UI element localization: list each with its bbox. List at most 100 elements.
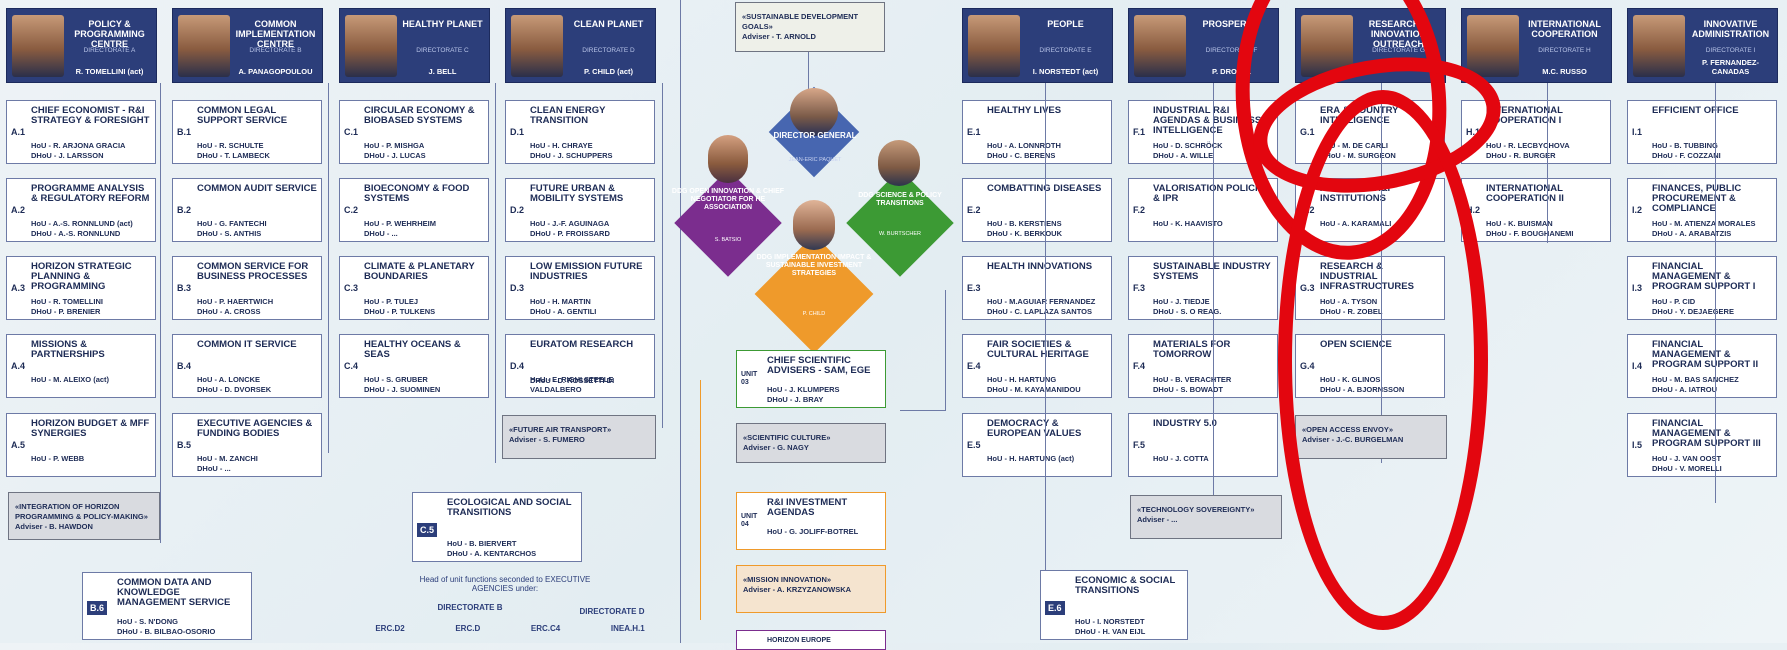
adviser-title: «SCIENTIFIC CULTURE»: [743, 433, 831, 442]
unit-hou: HoU - E. RIGHI STEELE: [530, 375, 614, 384]
unit-hou: HoU - J.-F. AGUINAGA: [530, 219, 610, 228]
agencies-directorate-d: DIRECTORATE D: [579, 607, 645, 616]
director-photo: [1301, 15, 1353, 77]
unit-code: I.2: [1632, 205, 1643, 215]
connector-line: [700, 380, 701, 620]
adviser-name: Adviser - ...: [1137, 515, 1178, 524]
dg-photo: [790, 88, 838, 136]
unit-title: CHIEF SCIENTIFIC ADVISERS - SAM, EGE: [767, 355, 871, 376]
adviser-name: Adviser - A. KRZYZANOWSKA: [743, 585, 852, 594]
unit-code: B.6: [87, 601, 108, 615]
unit-title: CLEAN ENERGY TRANSITION: [530, 105, 606, 126]
directorate-name: RESEARCH & INNOVATION OUTREACH: [1368, 19, 1429, 49]
unit-hou: HoU - P. CID: [1652, 297, 1696, 306]
unit-code: E.5: [967, 440, 981, 450]
directorate-code: DIRECTORATE I: [1705, 47, 1756, 54]
unit-dhou: DHoU - D. DVORSEK: [197, 385, 272, 394]
connector-line: [662, 83, 663, 428]
agency-codes: ERC.D2 ERC.D ERC.C4 INEA.H.1: [350, 624, 670, 633]
unit-dhou: DHoU - S. ANTHIS: [197, 229, 262, 238]
directorate-code: DIRECTORATE E: [1039, 47, 1092, 54]
director-name: M.C. RUSSO: [1542, 67, 1587, 76]
connector-line: [945, 290, 946, 410]
unit-title: INDUSTRIAL R&I AGENDAS & BUSINESS INTELL…: [1153, 105, 1262, 136]
director-name: P. DROELL: [1211, 67, 1252, 76]
dg-name: JEAN-ERIC PAQUET: [788, 157, 842, 163]
unit-code: D.4: [510, 361, 525, 371]
unit-hou: HoU - M. ATIENZA MORALES: [1652, 219, 1756, 228]
directorate-name: HEALTHY PLANET: [402, 19, 483, 29]
director-photo: [511, 15, 563, 77]
adviser-title: «TECHNOLOGY SOVEREIGNTY»: [1137, 505, 1255, 514]
unit-dhou: DHoU - J. SCHUPPERS: [530, 151, 613, 160]
unit-title: COMMON AUDIT SERVICE: [197, 183, 317, 194]
unit-code: D.1: [510, 127, 525, 137]
unit-hou: HoU - R. SCHULTE: [197, 141, 264, 150]
unit-code: I.4: [1632, 361, 1643, 371]
unit-hou: HoU - R. TOMELLINI: [31, 297, 103, 306]
unit-box-04: UNIT 04 R&I INVESTMENT AGENDAS HoU - G. …: [736, 492, 886, 550]
unit-hou: HoU - H. MARTIN: [530, 297, 591, 306]
unit-hou: HoU - J. TIEDJE: [1153, 297, 1210, 306]
unit-code: UNIT 04: [741, 513, 758, 528]
unit-title: SUSTAINABLE INDUSTRY SYSTEMS: [1153, 261, 1271, 282]
unit-dhou: DHoU - F. COZZANI: [1652, 151, 1721, 160]
unit-hou: HoU - B. TUBBING: [1652, 141, 1718, 150]
unit-title: COMMON SERVICE FOR BUSINESS PROCESSES: [197, 261, 309, 282]
highlight-circle: [1278, 90, 1488, 630]
unit-code: A.3: [11, 283, 26, 293]
unit-title: FAIR SOCIETIES & CULTURAL HERITAGE: [987, 339, 1089, 360]
unit-hou: HoU - M.AGUIAR FERNANDEZ: [987, 297, 1096, 306]
unit-dhou: DHoU - K. BERKOUK: [987, 229, 1062, 238]
unit-code: I.3: [1632, 283, 1643, 293]
director-photo: [1134, 15, 1186, 77]
unit-hou: HoU - H. HARTUNG (act): [987, 454, 1075, 463]
connector-line: [1715, 83, 1716, 503]
unit-dhou: DHoU - ...: [197, 464, 231, 473]
unit-dhou: DHoU - A. GENTILI: [530, 307, 597, 316]
director-name: I. NORSTEDT (act): [1032, 67, 1099, 76]
unit-title: FUTURE URBAN & MOBILITY SYSTEMS: [530, 183, 624, 204]
unit-code: C.3: [344, 283, 359, 293]
unit-dhou: DHoU - A. WILLE: [1153, 151, 1214, 160]
unit-title: R&I INVESTMENT AGENDAS: [767, 497, 848, 518]
unit-hou: HoU - H. CHRAYE: [530, 141, 593, 150]
connector-line: [1045, 83, 1046, 638]
unit-code: A.5: [11, 440, 26, 450]
unit-title: INDUSTRY 5.0: [1153, 418, 1217, 429]
unit-box-c5: C.5 ECOLOGICAL AND SOCIAL TRANSITIONS Ho…: [412, 492, 582, 562]
ddg-photo: [878, 140, 920, 186]
unit-dhou: DHoU - H. VAN EIJL: [1075, 627, 1146, 636]
unit-hou: HoU - G. FANTECHI: [197, 219, 267, 228]
unit-title: VALORISATION POLICIES & IPR: [1153, 183, 1271, 204]
ddg-photo: [793, 200, 835, 250]
unit-dhou: DHoU - J. LARSSON: [31, 151, 104, 160]
unit-hou: HoU - A.-S. RONNLUND (act): [31, 219, 133, 228]
unit-code: C.5: [417, 523, 438, 537]
unit-code: UNIT 03: [741, 371, 758, 386]
unit-box-b6: B.6 COMMON DATA AND KNOWLEDGE MANAGEMENT…: [82, 572, 252, 640]
unit-title: FINANCES, PUBLIC PROCUREMENT & COMPLIANC…: [1652, 183, 1742, 214]
unit-title: HORIZON STRATEGIC PLANNING & PROGRAMMING: [31, 261, 132, 292]
directorate-name: INTERNATIONAL COOPERATION: [1528, 19, 1601, 39]
unit-title: FINANCIAL MANAGEMENT & PROGRAM SUPPORT I…: [1652, 339, 1759, 370]
unit-title: ECONOMIC & SOCIAL TRANSITIONS: [1075, 575, 1176, 596]
unit-title: FINANCIAL MANAGEMENT & PROGRAM SUPPORT I: [1652, 261, 1756, 292]
unit-title: DEMOCRACY & EUROPEAN VALUES: [987, 418, 1082, 439]
unit-code: A.4: [11, 361, 26, 371]
unit-hou: HoU - M. ZANCHI: [197, 454, 258, 463]
unit-dhou: DHoU - A. CROSS: [197, 307, 261, 316]
